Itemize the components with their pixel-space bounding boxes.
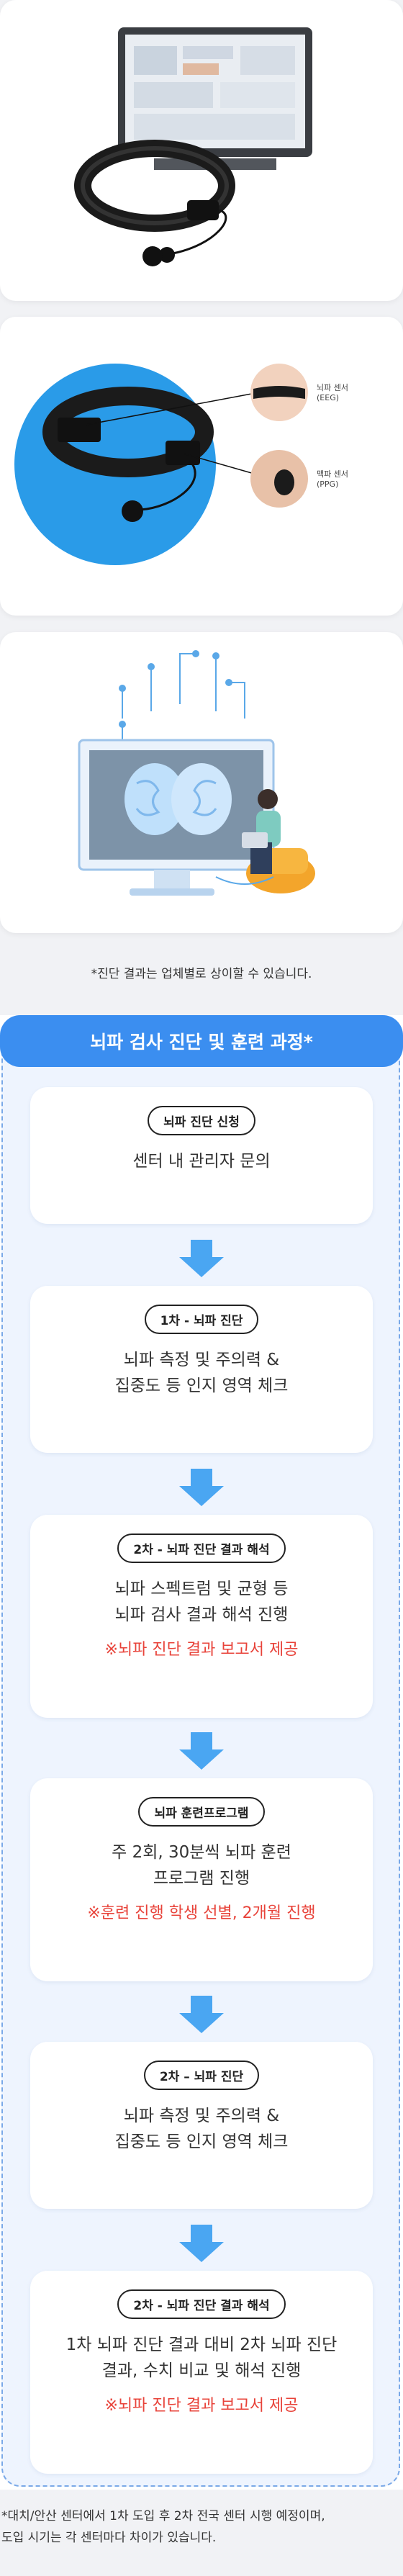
step-description: 센터 내 관리자 문의 <box>132 1152 271 1171</box>
eeg-sensor-label: 뇌파 센서 (EEG) <box>317 383 348 402</box>
process-step-second-diagnosis: 2차 – 뇌파 진단 뇌파 측정 및 주의력 & 집중도 등 인지 영역 체크 <box>30 2042 373 2209</box>
step-note: ※뇌파 진단 결과 보고서 제공 <box>104 2397 299 2415</box>
step-description-line: 뇌파 스펙트럼 및 균형 등 <box>114 1580 289 1598</box>
process-step-first-diagnosis: 1차 - 뇌파 진단 뇌파 측정 및 주의력 & 집중도 등 인지 영역 체크 <box>30 1286 373 1453</box>
step-description-line: 뇌파 측정 및 주의력 & <box>123 1351 280 1369</box>
sensor-illustration <box>14 364 308 565</box>
footnote-line: *대치/안산 센터에서 1차 도입 후 2차 전국 센터 시행 예정이며, <box>1 2509 325 2523</box>
process-step-second-interpretation: 2차 - 뇌파 진단 결과 해석 1차 뇌파 진단 결과 대비 2차 뇌파 진단… <box>30 2271 373 2474</box>
step-description-line: 1차 뇌파 진단 결과 대비 2차 뇌파 진단 <box>65 2336 338 2354</box>
brain-analysis-image-card <box>0 632 403 933</box>
step-badge: 1차 - 뇌파 진단 <box>144 1305 259 1334</box>
step-description-line: 주 2회, 30분씩 뇌파 훈련 <box>112 1843 291 1862</box>
result-disclaimer: *진단 결과는 업체별로 상이할 수 있습니다. <box>91 967 312 981</box>
chevron-down-icon <box>179 1996 224 2033</box>
step-description-line: 프로그램 진행 <box>153 1869 250 1888</box>
process-step-result-interpretation: 2차 - 뇌파 진단 결과 해석 뇌파 스펙트럼 및 균형 등 뇌파 검사 결과… <box>30 1515 373 1718</box>
step-description-line: 뇌파 검사 결과 해석 진행 <box>114 1606 289 1624</box>
chevron-down-icon <box>179 1732 224 1770</box>
sensor-image-card: 뇌파 센서 (EEG) 맥파 센서 (PPG) <box>0 317 403 616</box>
step-badge: 2차 – 뇌파 진단 <box>143 2061 260 2090</box>
chevron-down-icon <box>179 1240 224 1277</box>
process-step-training-program: 뇌파 훈련프로그램 주 2회, 30분씩 뇌파 훈련 프로그램 진행 ※훈련 진… <box>30 1778 373 1981</box>
step-description-line: 뇌파 측정 및 주의력 & <box>123 2107 280 2125</box>
person-with-laptop-illustration <box>215 789 315 893</box>
step-description-line: 결과, 수치 비교 및 해석 진행 <box>101 2361 302 2380</box>
process-title: 뇌파 검사 진단 및 훈련 과정* <box>0 1015 403 1067</box>
chevron-down-icon <box>179 2225 224 2262</box>
step-badge: 뇌파 진단 신청 <box>148 1106 255 1135</box>
monitor-illustration <box>118 27 312 170</box>
step-description-line: 집중도 등 인지 영역 체크 <box>114 2133 289 2151</box>
step-description-line: 집중도 등 인지 영역 체크 <box>114 1377 289 1395</box>
step-badge: 2차 - 뇌파 진단 결과 해석 <box>117 1534 286 1563</box>
step-badge: 뇌파 훈련프로그램 <box>138 1797 265 1827</box>
footnote-line: 도입 시기는 각 센터마다 차이가 있습니다. <box>1 2531 217 2545</box>
device-image-card <box>0 0 403 301</box>
rollout-footnote: *대치/안산 센터에서 1차 도입 후 2차 전국 센터 시행 예정이며, 도입… <box>0 2505 403 2549</box>
chevron-down-icon <box>179 1469 224 1506</box>
step-note: ※뇌파 진단 결과 보고서 제공 <box>104 1641 299 1659</box>
step-badge: 2차 - 뇌파 진단 결과 해석 <box>117 2289 286 2319</box>
process-section: 뇌파 검사 진단 및 훈련 과정* 뇌파 진단 신청 센터 내 관리자 문의 1… <box>0 1015 403 2490</box>
headband-illustration <box>74 140 235 266</box>
step-note: ※훈련 진행 학생 선별, 2개월 진행 <box>87 1904 316 1922</box>
neurofeedback-device-illustration <box>74 27 312 266</box>
process-step-apply: 뇌파 진단 신청 센터 내 관리자 문의 <box>30 1087 373 1224</box>
brain-analysis-illustration <box>78 650 315 896</box>
ppg-sensor-label: 맥파 센서 (PPG) <box>317 469 348 489</box>
brain-illustration <box>124 763 232 835</box>
